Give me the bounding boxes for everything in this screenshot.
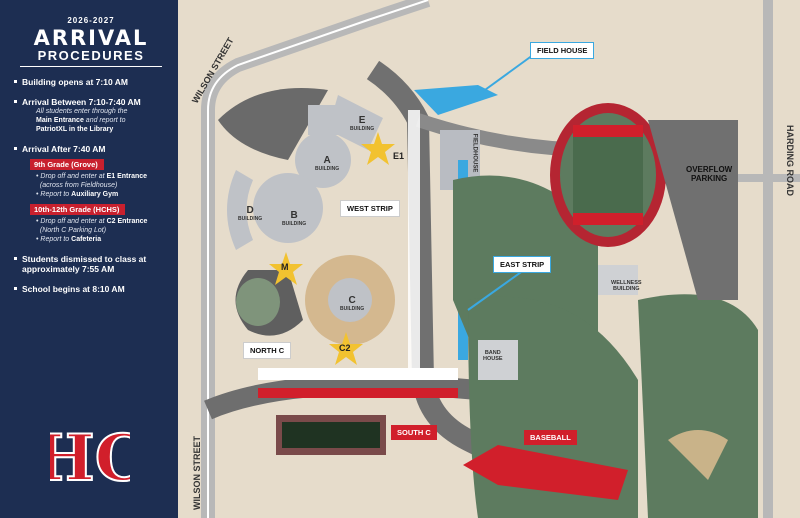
label-band-house: BAND HOUSE	[483, 350, 503, 362]
note-10-12-grade: • Drop off and enter at C2 Entrance (Nor…	[36, 218, 148, 243]
label-north-c: NORTH C	[243, 342, 292, 359]
entrance-c2: C2	[339, 343, 351, 353]
title-arrival: ARRIVAL	[33, 26, 149, 50]
road-harding: HARDING ROAD	[785, 125, 795, 196]
badge-9th-grade: 9th Grade (Grove)	[30, 159, 104, 170]
campus-map	[178, 0, 800, 518]
title-procedures: PROCEDURES	[20, 49, 162, 67]
note-between: All students enter through the Main Entr…	[36, 108, 128, 133]
item-arrival-after: Arrival After 7:40 AM	[14, 144, 168, 154]
label-overflow-parking: OVERFLOW PARKING	[686, 165, 733, 183]
label-south-c: SOUTH C	[391, 425, 437, 440]
item-arrival-between: Arrival Between 7:10-7:40 AM	[14, 97, 168, 107]
label-east-strip: EAST STRIP	[493, 256, 552, 273]
star-m	[269, 252, 303, 285]
label-wellness-building: WELLNESS BUILDING	[611, 280, 642, 292]
badge-10-12-grade: 10th-12th Grade (HCHS)	[30, 204, 126, 215]
entrance-e1: E1	[393, 151, 405, 161]
item-building-opens: Building opens at 7:10 AM	[14, 77, 168, 87]
road-wilson-street-bottom: WILSON STREET	[192, 436, 202, 510]
item-dismissed: Students dismissed to class at approxima…	[14, 254, 168, 274]
hc-logo: HC	[50, 420, 130, 497]
label-baseball: BASEBALL	[524, 430, 577, 445]
svg-text:HC: HC	[50, 421, 130, 496]
sidebar-panel: 2026-2027 ARRIVAL PROCEDURES Building op…	[0, 0, 178, 518]
label-west-strip: WEST STRIP	[340, 200, 400, 217]
star-e1	[361, 132, 395, 165]
item-school-begins: School begins at 8:10 AM	[14, 284, 168, 294]
entrance-m: M	[281, 262, 289, 272]
label-field-house: FIELD HOUSE	[530, 42, 595, 59]
star-c2	[329, 332, 363, 365]
label-fieldhouse-building: FIELDHOUSE	[471, 133, 478, 173]
note-9th-grade: • Drop off and enter at E1 Entrance (acr…	[36, 173, 148, 198]
school-year: 2026-2027	[67, 16, 115, 25]
